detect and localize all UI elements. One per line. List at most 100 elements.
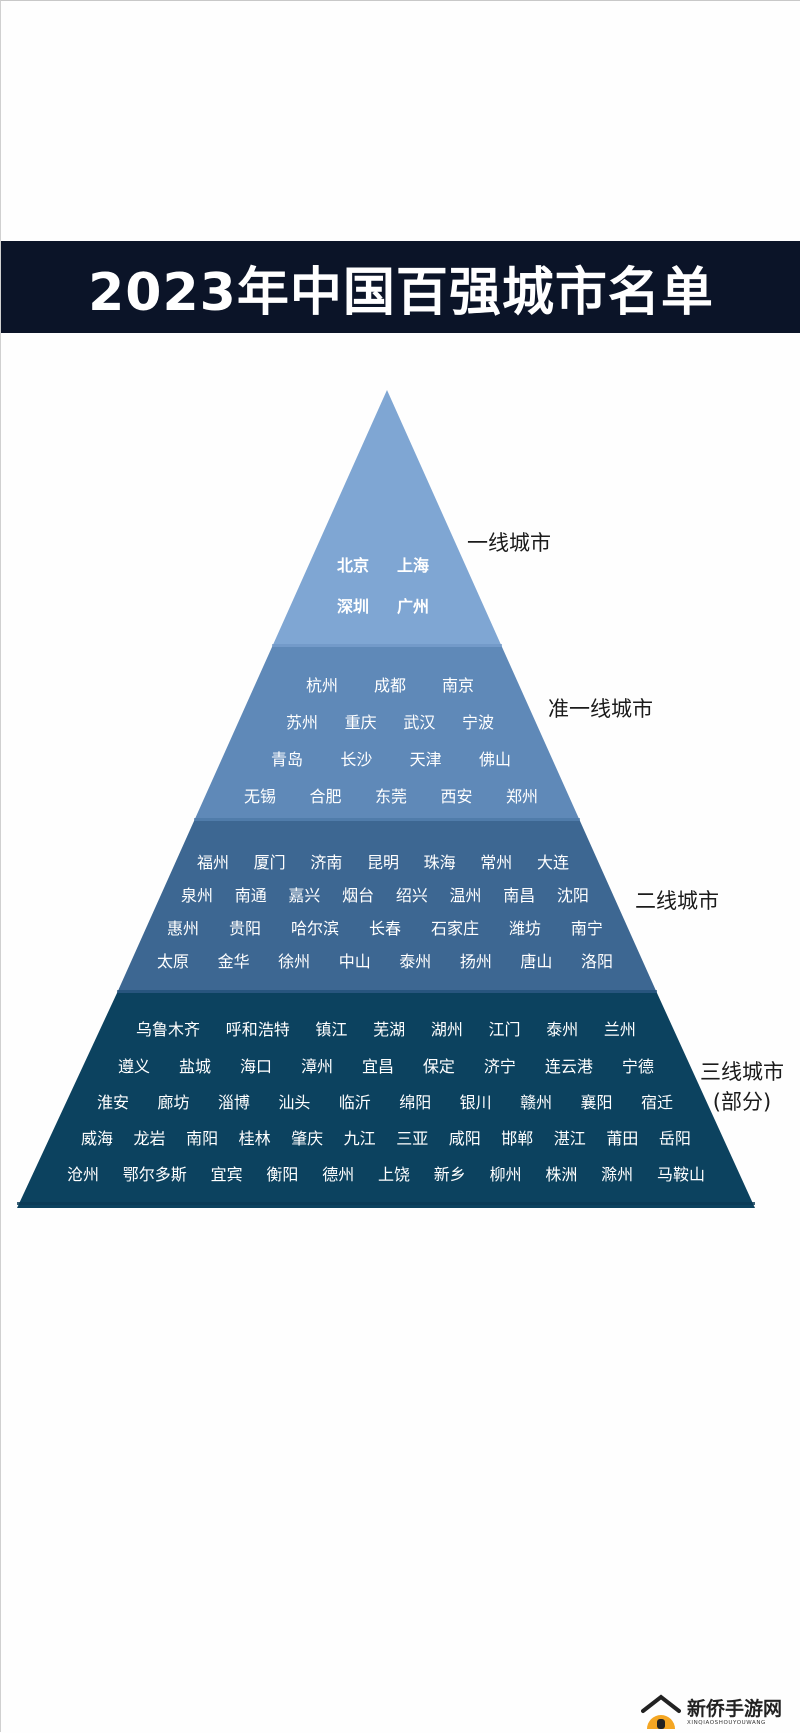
city: 赣州 [520, 1093, 553, 1112]
city: 德州 [322, 1165, 355, 1184]
city: 贵阳 [228, 919, 261, 938]
city: 上饶 [377, 1165, 410, 1184]
city: 广州 [396, 597, 429, 616]
city: 兰州 [603, 1020, 636, 1039]
city: 马鞍山 [656, 1165, 705, 1184]
city: 滁州 [601, 1165, 634, 1184]
watermark-name: 新侨手游网 [687, 1698, 783, 1720]
city: 银川 [459, 1093, 492, 1112]
city: 南昌 [503, 886, 536, 905]
city: 唐山 [520, 952, 553, 971]
city: 太原 [157, 952, 190, 971]
city: 西安 [440, 787, 473, 806]
city: 成都 [373, 676, 406, 695]
city: 上海 [396, 556, 429, 575]
city: 合肥 [309, 787, 342, 806]
city: 济宁 [483, 1057, 516, 1076]
city: 东莞 [374, 787, 407, 806]
city: 湛江 [553, 1129, 586, 1148]
city: 珠海 [423, 853, 456, 872]
city: 宜宾 [210, 1165, 243, 1184]
city: 深圳 [337, 597, 370, 616]
city: 株洲 [545, 1165, 578, 1184]
city: 九江 [343, 1129, 376, 1148]
city: 大连 [536, 853, 569, 872]
city: 沧州 [67, 1165, 100, 1184]
city: 扬州 [459, 952, 492, 971]
city: 鄂尔多斯 [122, 1165, 187, 1184]
city: 长春 [368, 919, 401, 938]
city: 盐城 [178, 1057, 211, 1076]
tier1-shape [272, 390, 502, 647]
tier2-shape [194, 647, 580, 821]
city: 邯郸 [501, 1129, 534, 1148]
city: 武汉 [403, 713, 436, 732]
city: 昆明 [366, 853, 399, 872]
city: 淄博 [217, 1093, 250, 1112]
tier4-label-sub: (部分) [712, 1090, 772, 1114]
city: 威海 [81, 1129, 114, 1148]
city: 天津 [409, 750, 442, 769]
city: 遵义 [118, 1057, 151, 1076]
city: 常州 [480, 853, 513, 872]
tier2-label: 准一线城市 [548, 697, 653, 721]
city: 宁波 [461, 713, 494, 732]
city: 青岛 [271, 750, 304, 769]
city: 保定 [422, 1057, 455, 1076]
city: 镇江 [315, 1020, 348, 1039]
city: 泰州 [546, 1020, 579, 1039]
city: 佛山 [478, 750, 511, 769]
city: 南通 [234, 886, 267, 905]
city: 肇庆 [291, 1129, 324, 1148]
tier1-label: 一线城市 [467, 531, 551, 555]
city: 北京 [337, 556, 370, 575]
city: 洛阳 [580, 952, 613, 971]
city: 江门 [488, 1020, 521, 1039]
city: 衡阳 [266, 1165, 299, 1184]
city: 徐州 [278, 952, 311, 971]
city: 沈阳 [556, 886, 589, 905]
city: 宿迁 [640, 1093, 673, 1112]
city: 宁德 [621, 1057, 654, 1076]
city: 廊坊 [157, 1093, 190, 1112]
city: 潍坊 [508, 919, 541, 938]
city: 厦门 [253, 853, 286, 872]
city: 连云港 [544, 1057, 593, 1076]
city: 淮安 [97, 1093, 130, 1112]
city: 长沙 [340, 750, 373, 769]
city: 苏州 [286, 713, 319, 732]
city: 泰州 [399, 952, 432, 971]
city: 烟台 [342, 886, 375, 905]
tier4-label: 三线城市 (部分) [700, 1057, 784, 1117]
city: 宜昌 [361, 1057, 394, 1076]
city: 南京 [441, 676, 474, 695]
city: 三亚 [396, 1129, 429, 1148]
city: 南宁 [570, 919, 603, 938]
tier4-shape [17, 993, 755, 1208]
city: 绵阳 [399, 1093, 432, 1112]
city: 湖州 [430, 1020, 463, 1039]
house-icon [641, 1694, 681, 1729]
city: 绍兴 [395, 886, 428, 905]
watermark-pinyin: XINQIAOSHOUYOUWANG [687, 1720, 766, 1726]
city: 呼和浩特 [225, 1020, 290, 1039]
title-banner: 2023年中国百强城市名单 [1, 241, 800, 333]
city: 济南 [310, 853, 343, 872]
city: 南阳 [186, 1129, 219, 1148]
city: 石家庄 [430, 919, 479, 938]
city: 襄阳 [580, 1093, 613, 1112]
city: 中山 [338, 952, 371, 971]
city: 桂林 [238, 1129, 271, 1148]
city: 漳州 [300, 1057, 333, 1076]
city: 新乡 [433, 1165, 466, 1184]
city: 柳州 [489, 1165, 522, 1184]
city: 温州 [449, 886, 482, 905]
city: 莆田 [606, 1129, 639, 1148]
city: 岳阳 [658, 1129, 691, 1148]
city: 咸阳 [448, 1129, 481, 1148]
city: 汕头 [278, 1093, 311, 1112]
city: 郑州 [505, 787, 538, 806]
city: 泉州 [181, 886, 214, 905]
city: 海口 [239, 1057, 272, 1076]
